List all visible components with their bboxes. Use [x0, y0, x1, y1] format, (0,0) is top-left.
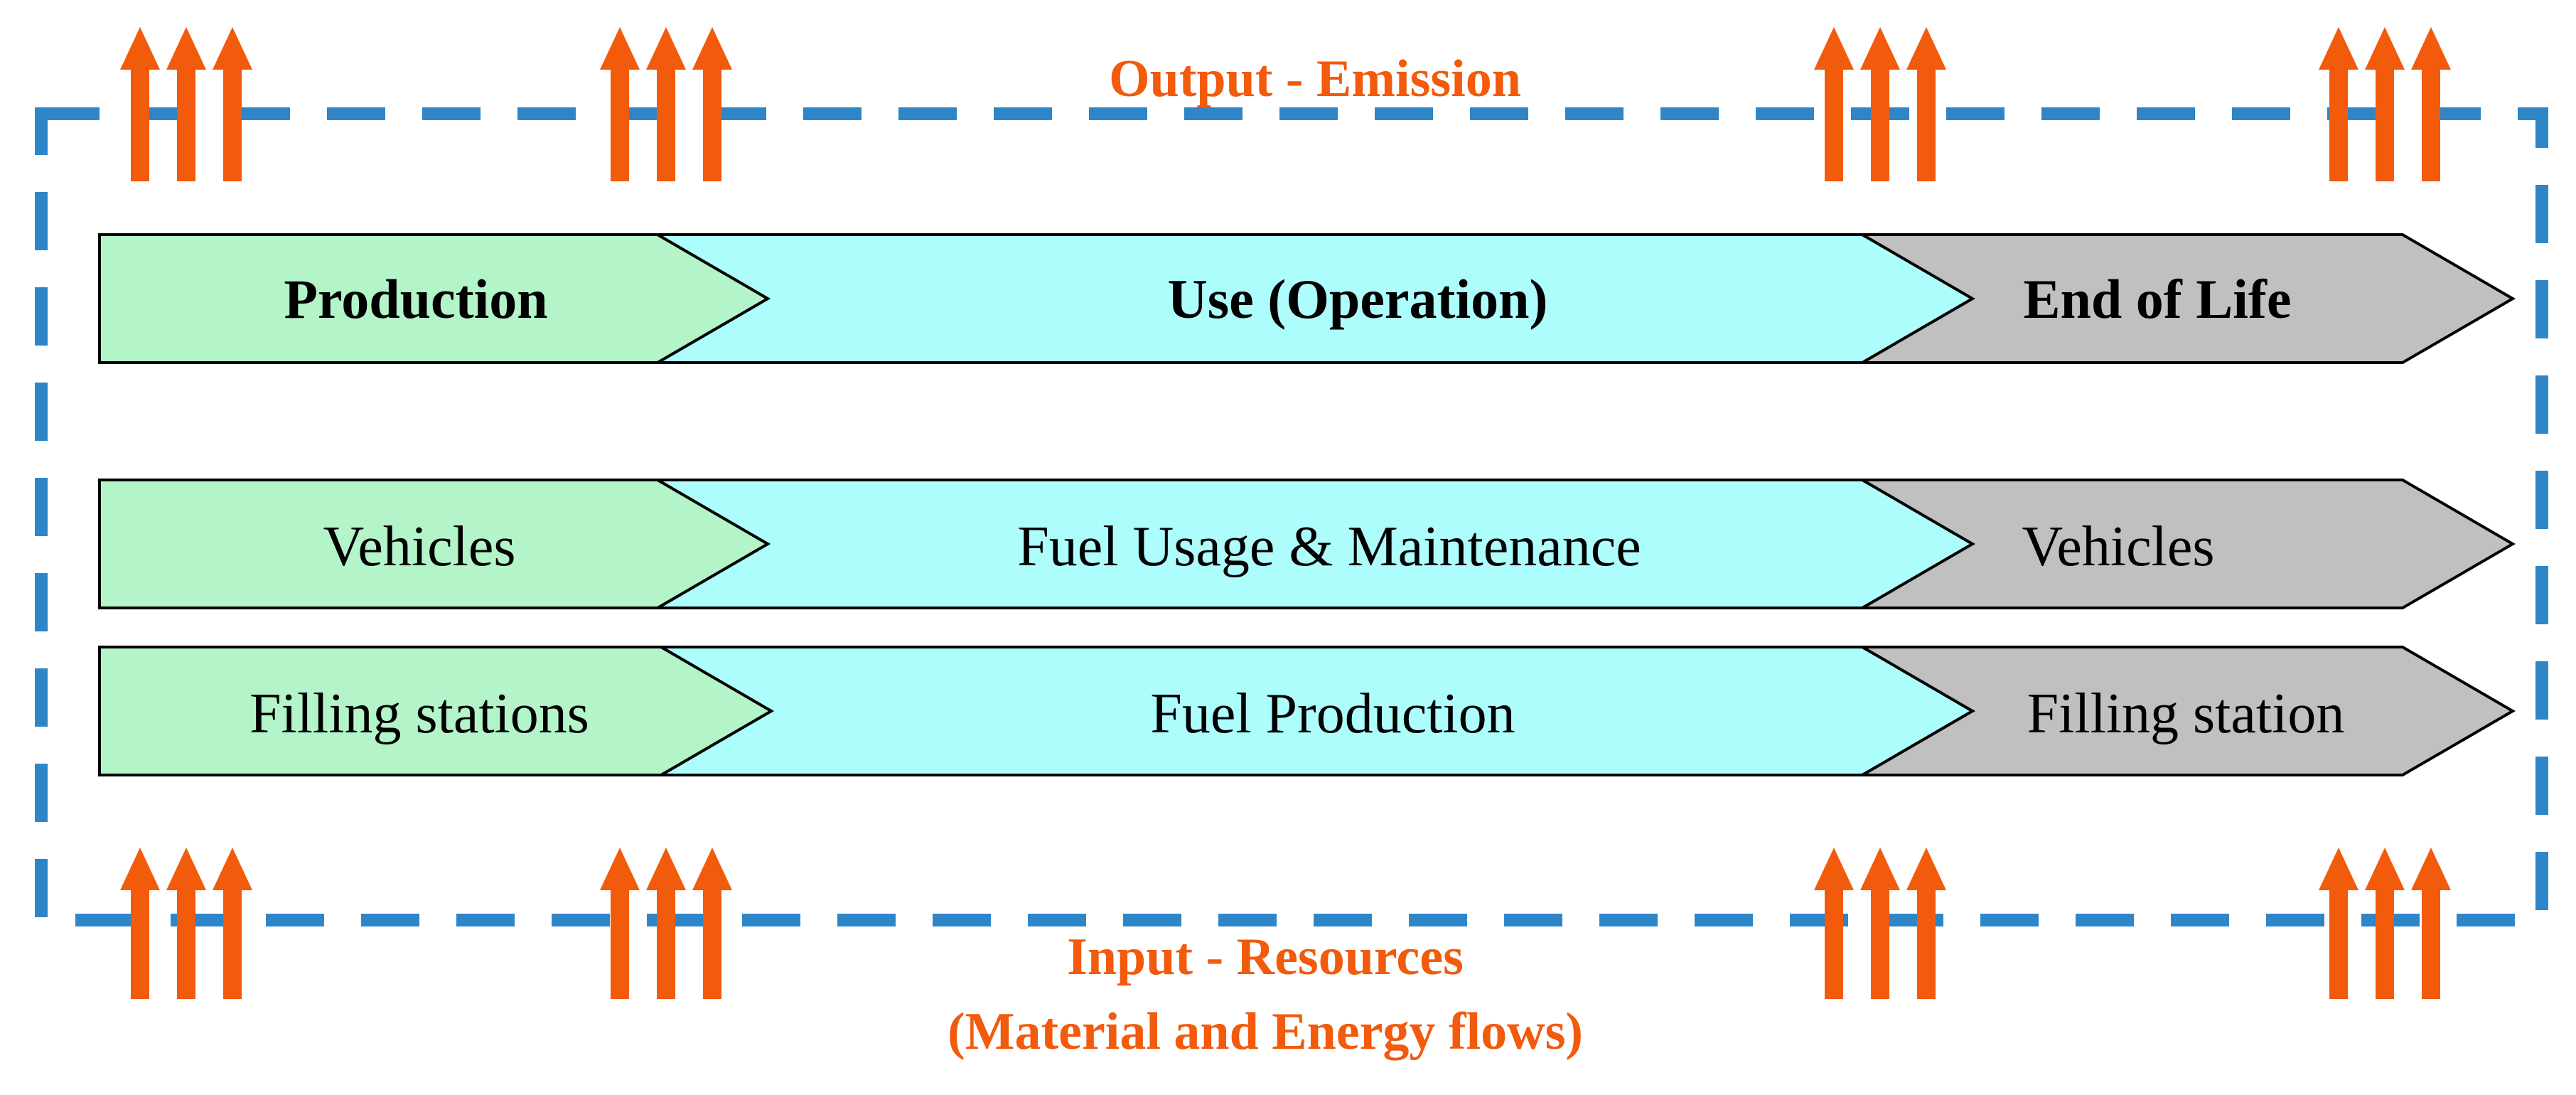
filling-stations-production-chevron: [98, 646, 774, 776]
up-arrow-icon: [1860, 848, 1900, 999]
bottom-arrow-group-4: [2319, 848, 2451, 999]
vehicles-production-chevron: [98, 479, 771, 609]
end-of-life-chevron: [1857, 233, 2516, 364]
up-arrow-icon: [120, 27, 160, 181]
output-emission-label: Output - Emission: [1109, 50, 1521, 108]
up-arrow-icon: [213, 27, 252, 181]
up-arrow-icon: [1814, 27, 1854, 181]
bottom-arrow-group-3: [1814, 848, 1946, 999]
top-arrow-group-1: [120, 27, 252, 181]
up-arrow-icon: [2365, 27, 2405, 181]
bottom-arrow-group-1: [120, 848, 252, 999]
arrow-layer: [120, 27, 2451, 999]
up-arrow-icon: [2411, 27, 2451, 181]
vehicles-production-label: Vehicles: [323, 516, 515, 578]
up-arrow-icon: [2411, 848, 2451, 999]
top-arrow-group-2: [600, 27, 732, 181]
phase-row: Production Use (Operation) End of Life: [98, 233, 2516, 364]
fuel-usage-label: Fuel Usage & Maintenance: [1017, 516, 1641, 578]
filling-station-eol-label: Filling station: [2027, 683, 2345, 745]
top-arrow-group-4: [2319, 27, 2451, 181]
input-resources-label: Input - Resources: [1067, 928, 1464, 986]
bottom-arrow-group-2: [600, 848, 732, 999]
vehicles-eol-label: Vehicles: [2022, 516, 2214, 578]
up-arrow-icon: [213, 848, 252, 999]
up-arrow-icon: [166, 27, 206, 181]
up-arrow-icon: [646, 848, 686, 999]
up-arrow-icon: [692, 27, 732, 181]
input-flows-label: (Material and Energy flows): [948, 1003, 1583, 1061]
up-arrow-icon: [2319, 27, 2358, 181]
system-boundary: [35, 107, 2548, 926]
up-arrow-icon: [1906, 848, 1946, 999]
use-operation-label: Use (Operation): [1167, 268, 1547, 330]
vehicles-row: Vehicles Fuel Usage & Maintenance Vehicl…: [98, 479, 2516, 609]
up-arrow-icon: [166, 848, 206, 999]
filling-station-eol-chevron: [1857, 646, 2516, 776]
up-arrow-icon: [692, 848, 732, 999]
up-arrow-icon: [1814, 848, 1854, 999]
up-arrow-icon: [600, 848, 640, 999]
stations-row: Filling stations Fuel Production Filling…: [98, 646, 2516, 776]
filling-stations-production-label: Filling stations: [249, 683, 589, 745]
up-arrow-icon: [600, 27, 640, 181]
up-arrow-icon: [120, 848, 160, 999]
fuel-production-label: Fuel Production: [1150, 683, 1515, 745]
up-arrow-icon: [646, 27, 686, 181]
production-label: Production: [284, 268, 547, 330]
end-of-life-label: End of Life: [2023, 268, 2291, 330]
up-arrow-icon: [1906, 27, 1946, 181]
top-arrow-group-3: [1814, 27, 1946, 181]
up-arrow-icon: [2319, 848, 2358, 999]
production-chevron: [98, 233, 771, 364]
up-arrow-icon: [1860, 27, 1900, 181]
boundary-dashed-rect: [35, 107, 2548, 926]
up-arrow-icon: [2365, 848, 2405, 999]
vehicles-eol-chevron: [1857, 479, 2516, 609]
